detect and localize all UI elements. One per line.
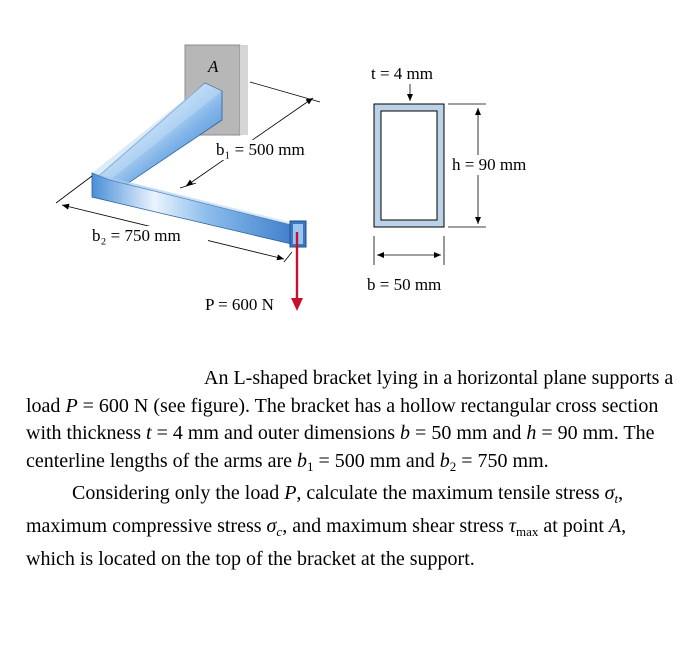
text-run: = 500 mm and (313, 449, 440, 472)
text-run: = 90 mm. The centerline lengths of the a… (26, 422, 655, 472)
text-run: P (65, 394, 78, 417)
text-run: , and maximum shear stress (282, 514, 509, 537)
text-run: P (284, 482, 297, 505)
text-run: A (608, 514, 622, 537)
problem-statement: An L-shaped bracket lying in a horizonta… (26, 365, 676, 573)
problem-paragraph-2: Considering only the load P, calculate t… (26, 480, 676, 573)
text-run: = 750 mm. (456, 449, 549, 472)
text-run: , which is located on the top of the bra… (26, 514, 627, 570)
text-run: t (614, 491, 619, 507)
text-run: σ (266, 514, 277, 537)
text-run: An L-shaped bracket lying in a horizonta… (26, 367, 674, 417)
b2-label: b₂ = 750 mm (92, 226, 181, 245)
text-run: = 4 mm and outer dimensions (151, 422, 401, 445)
text-run: 2 (449, 458, 457, 474)
text-run: b (400, 422, 411, 445)
text-run: max (515, 523, 539, 539)
text-run: , calculate the maximum tensile stress (296, 482, 605, 505)
text-run: c (276, 523, 283, 539)
text-run: t (146, 422, 152, 445)
problem-paragraph-1: An L-shaped bracket lying in a horizonta… (26, 365, 676, 480)
text-run: h (526, 422, 537, 445)
support-label: A (207, 57, 219, 76)
dimension-b2: b₂ = 750 mm (55, 175, 293, 263)
cross-section: t = 4 mm h = 90 mm b = 50 mm (367, 64, 544, 294)
h-label: h = 90 mm (452, 155, 526, 174)
b-label: b = 50 mm (367, 275, 441, 294)
text-run: at point (538, 514, 609, 537)
text-run: τ (508, 514, 516, 537)
t-label: t = 4 mm (371, 64, 433, 83)
text-run: σ (604, 482, 615, 505)
b1-label: b₁ = 500 mm (216, 140, 305, 159)
dimension-b1: b₁ = 500 mm (179, 81, 326, 189)
text-run: = 50 mm and (410, 422, 527, 445)
text-run: 1 (307, 458, 314, 474)
text-run: b (297, 449, 307, 472)
text-run: = 600 N (see figure). The bracket has a … (26, 394, 659, 445)
bracket-arm-b1 (91, 82, 223, 191)
text-run: Considering only the load (72, 482, 285, 505)
text-run: b (439, 449, 450, 472)
load-label: P = 600 N (205, 295, 274, 314)
text-run: , maximum compressive stress (26, 482, 624, 537)
bracket-figure: A b₁ = 500 mm b₂ = 750 mm P = 600 N t = … (55, 44, 544, 314)
load-arrow: P = 600 N (205, 232, 303, 314)
